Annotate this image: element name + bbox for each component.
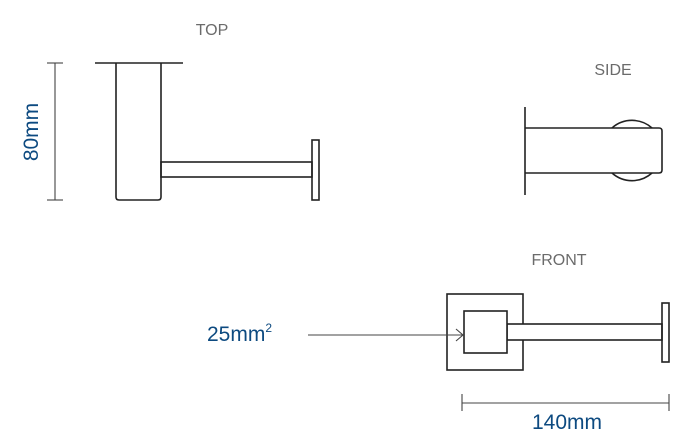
front-view-label: FRONT	[531, 252, 586, 269]
square-dimension-superscript: 2	[265, 321, 272, 335]
length-dimension-label: 140mm	[532, 411, 602, 434]
top-mount-body	[115, 63, 162, 201]
height-dimension-label: 80mm	[20, 103, 43, 161]
side-mount-body	[525, 127, 663, 174]
front-arm	[506, 323, 663, 341]
arrow-head-icon	[455, 328, 464, 342]
top-view-label: TOP	[196, 22, 229, 39]
front-view: FRONT 25mm2 140mm	[207, 252, 670, 434]
front-end-cap	[661, 302, 670, 363]
top-end-cap	[311, 139, 320, 201]
top-arm	[160, 161, 313, 178]
side-view-label: SIDE	[594, 62, 631, 79]
square-dimension-value: 25mm	[207, 323, 265, 346]
top-view: TOP 80mm	[20, 22, 320, 201]
side-end-cap-arc-bottom	[611, 172, 653, 182]
square-dimension-label: 25mm2	[207, 321, 272, 346]
side-end-cap-arc-top	[611, 119, 653, 129]
front-square-post	[463, 310, 508, 354]
side-view: SIDE	[524, 62, 663, 195]
